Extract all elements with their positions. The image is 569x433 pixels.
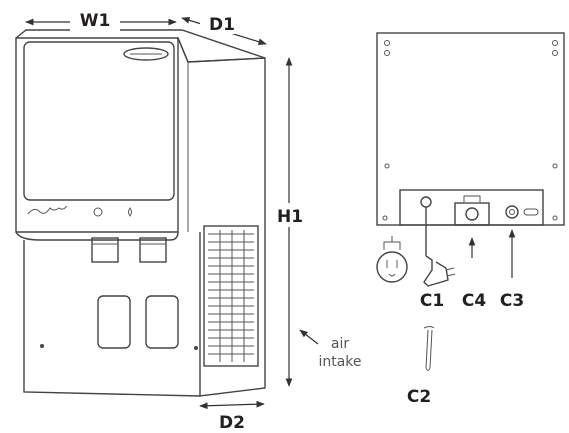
drain-tube bbox=[423, 326, 435, 371]
label-d2: D2 bbox=[219, 413, 245, 433]
dispenser-unit bbox=[15, 29, 266, 397]
air-intake-text-line2: intake bbox=[318, 354, 361, 370]
label-c4: C4 bbox=[462, 291, 486, 311]
ice-chute bbox=[91, 237, 119, 263]
label-c1: C1 bbox=[420, 291, 444, 311]
outlet-icon bbox=[376, 251, 408, 283]
air-intake-text-line1: air bbox=[331, 336, 349, 352]
cord-entry bbox=[420, 196, 432, 208]
dimension-h1: H1 bbox=[272, 57, 308, 387]
rear-view bbox=[376, 32, 565, 256]
dimension-d2: D2 bbox=[199, 400, 265, 433]
label-c2: C2 bbox=[407, 387, 431, 407]
water-inlet-fitting bbox=[454, 202, 490, 226]
drain-fitting bbox=[505, 205, 519, 219]
water-drop-icon bbox=[128, 207, 132, 217]
slot-left bbox=[97, 295, 131, 349]
label-h1: H1 bbox=[277, 207, 303, 227]
label-d1: D1 bbox=[209, 15, 235, 35]
upper-front-panel bbox=[15, 37, 179, 233]
label-c3: C3 bbox=[500, 291, 524, 311]
lower-front-panel bbox=[23, 240, 201, 397]
slot-right bbox=[145, 295, 179, 349]
plug-icon bbox=[423, 255, 449, 287]
power-outlet bbox=[376, 236, 408, 283]
script-logo bbox=[27, 205, 68, 215]
front-window bbox=[23, 41, 175, 201]
air-intake-note: air intake bbox=[299, 329, 362, 370]
dimension-w1: W1 bbox=[25, 10, 177, 32]
ice-button-icon bbox=[93, 207, 103, 217]
dimension-d1: D1 bbox=[181, 14, 267, 45]
brand-badge bbox=[123, 47, 169, 61]
label-w1: W1 bbox=[80, 11, 111, 31]
water-chute bbox=[139, 237, 167, 263]
power-plug bbox=[423, 255, 456, 287]
air-intake-grille bbox=[203, 225, 259, 367]
side-face bbox=[177, 37, 266, 397]
